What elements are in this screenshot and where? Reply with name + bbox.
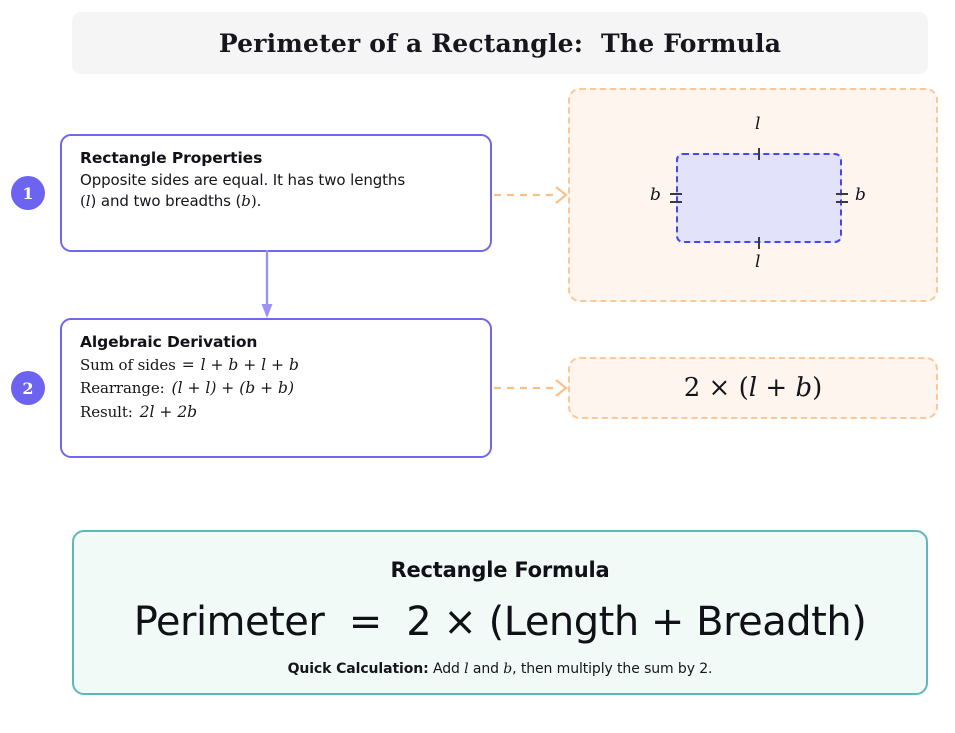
figure-label-breadth-right: b	[855, 185, 866, 205]
step-2-equation-result: Result: 2l + 2b	[80, 401, 474, 424]
step-box-algebraic-derivation: Algebraic Derivation Sum of sides = l + …	[60, 318, 492, 458]
summary-note-mid: and	[468, 661, 504, 677]
step-1-paren-open: (	[80, 192, 86, 211]
step-1-body-line-1: Opposite sides are equal. It has two len…	[80, 171, 406, 189]
step-2-result-sep	[133, 403, 140, 421]
step-2-rearrange-sep	[165, 379, 172, 397]
step-1-paren-close: ).	[250, 192, 262, 211]
step-badge-2-label: 2	[22, 378, 34, 398]
figure-label-breadth-left: b	[650, 185, 661, 205]
summary-note-label: Quick Calculation:	[287, 661, 429, 677]
summary-title: Rectangle Formula	[390, 558, 610, 582]
step-badge-1: 1	[11, 176, 45, 210]
formula-result-expression: 2 × (l + b)	[684, 373, 823, 403]
step-2-result-expr: 2l + 2b	[139, 402, 198, 421]
tick-breadth-left-lower	[670, 201, 682, 203]
summary-box: Rectangle Formula Perimeter = 2 × (Lengt…	[72, 530, 928, 695]
tick-breadth-right-upper	[836, 193, 848, 195]
formula-plus-symbol: +	[757, 373, 796, 403]
tick-breadth-right-lower	[836, 201, 848, 203]
step-1-text-mid: ) and two breadths (	[90, 192, 242, 211]
formula-var-l: l	[748, 373, 758, 403]
step-2-content: Algebraic Derivation Sum of sides = l + …	[62, 320, 490, 424]
summary-note-pre: Add	[428, 661, 465, 677]
step-2-equation-sum: Sum of sides = l + b + l + b	[80, 354, 474, 377]
rectangle-figure: l l b b	[570, 90, 936, 300]
formula-paren-open: (	[738, 373, 749, 403]
page-title-banner: Perimeter of a Rectangle: The Formula	[72, 12, 928, 74]
formula-paren-close: )	[812, 373, 823, 403]
step-badge-1-label: 1	[22, 183, 34, 203]
figure-label-length-top: l	[755, 114, 761, 134]
tick-length-bottom	[758, 237, 760, 249]
formula-var-b: b	[795, 373, 813, 403]
summary-note: Quick Calculation: Add l and b, then mul…	[288, 661, 713, 677]
connector-step1-to-diagram	[494, 186, 568, 204]
page-title: Perimeter of a Rectangle: The Formula	[218, 28, 782, 58]
figure-label-length-bottom: l	[755, 252, 761, 272]
step-1-content: Rectangle Properties Opposite sides are …	[62, 136, 490, 213]
step-2-sum-sep: =	[176, 356, 200, 374]
rectangle-shape	[676, 153, 842, 243]
summary-note-var-b: b	[503, 661, 513, 677]
step-2-result-label: Result:	[80, 402, 133, 421]
formula-coefficient: 2	[683, 373, 701, 403]
connector-step1-to-step2	[261, 250, 273, 318]
tick-length-top	[758, 148, 760, 160]
rectangle-diagram-panel: l l b b	[568, 88, 938, 302]
step-2-rearrange-expr: (l + l) + (b + b)	[171, 379, 295, 398]
step-1-var-b: b	[241, 192, 251, 211]
step-box-rectangle-properties: Rectangle Properties Opposite sides are …	[60, 134, 492, 252]
step-1-title: Rectangle Properties	[80, 149, 263, 167]
summary-note-post: , then multiply the sum by 2.	[512, 661, 713, 677]
summary-formula: Perimeter = 2 × (Length + Breadth)	[133, 599, 867, 645]
step-2-sum-label: Sum of sides	[80, 356, 176, 374]
step-2-rearrange-label: Rearrange:	[80, 379, 165, 398]
connector-step2-to-formula	[494, 379, 568, 397]
summary-note-var-l: l	[464, 661, 469, 677]
step-2-title: Algebraic Derivation	[80, 333, 258, 351]
formula-result-panel: 2 × (l + b)	[568, 357, 938, 419]
step-2-equation-rearrange: Rearrange: (l + l) + (b + b)	[80, 377, 474, 400]
step-badge-2: 2	[11, 371, 45, 405]
tick-breadth-left-upper	[670, 193, 682, 195]
step-2-sum-expr: l + b + l + b	[200, 356, 299, 374]
formula-times-symbol: ×	[700, 373, 739, 403]
step-1-var-l: l	[85, 192, 91, 211]
step-1-body-line-2: (l) and two breadths (b).	[80, 191, 474, 212]
